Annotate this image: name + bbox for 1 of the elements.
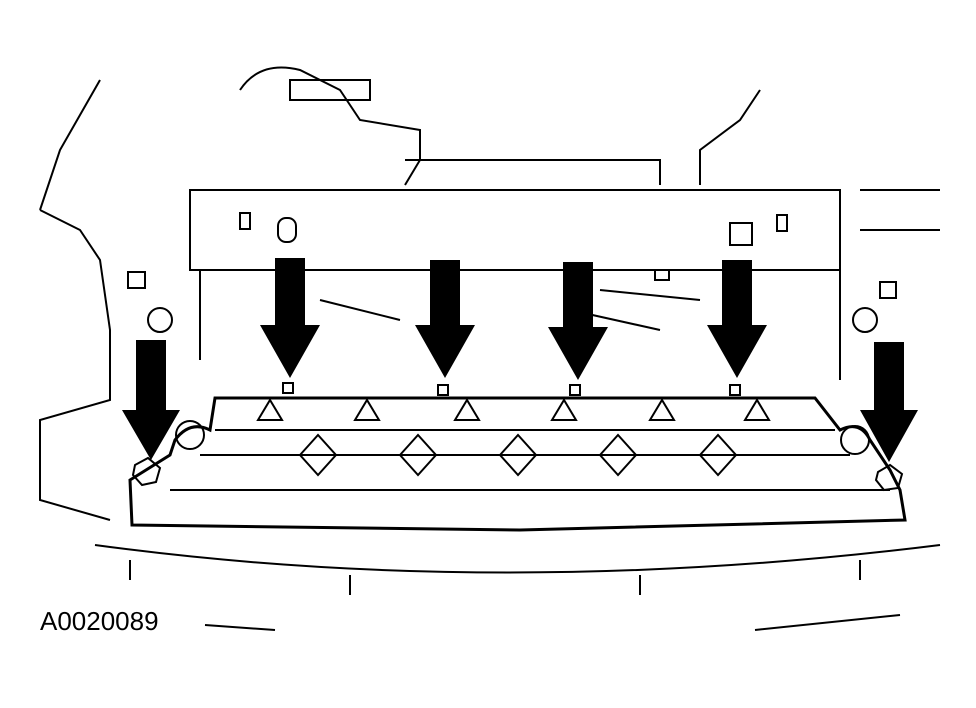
figure-number: A0020089	[40, 606, 159, 636]
